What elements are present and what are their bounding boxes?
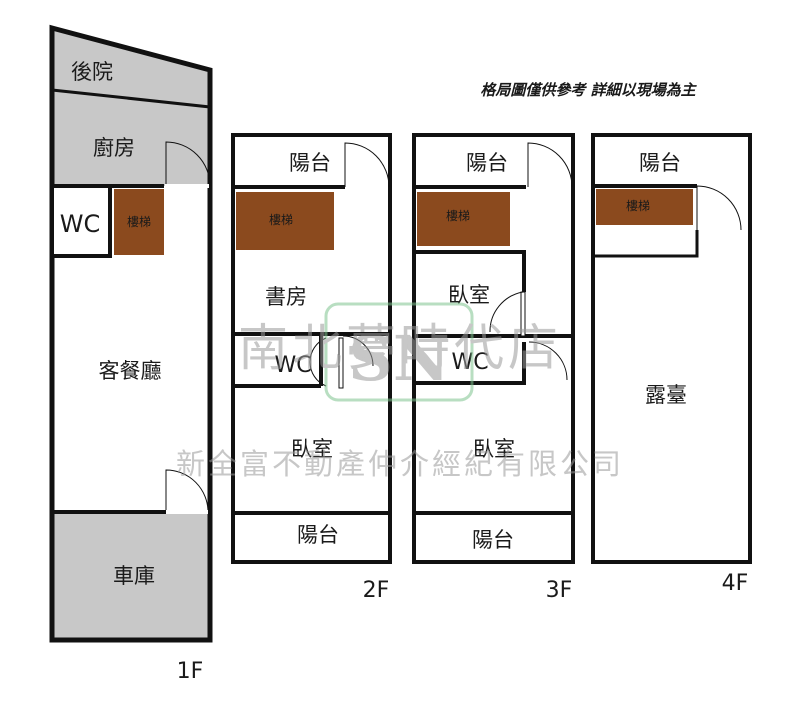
label-balcony-top: 陽台 bbox=[466, 151, 508, 175]
wall bbox=[593, 230, 699, 258]
kitchen-area bbox=[52, 90, 210, 186]
door-swing bbox=[309, 337, 327, 387]
label-study: 書房 bbox=[265, 285, 307, 309]
floor-label: 2F bbox=[363, 578, 390, 603]
label-stairs: 樓梯 bbox=[127, 214, 151, 229]
door-swing bbox=[342, 335, 374, 367]
door-swing bbox=[344, 142, 390, 188]
floor-label: 1F bbox=[177, 659, 204, 684]
label-terrace: 露臺 bbox=[645, 383, 687, 407]
outer-wall-1f bbox=[49, 24, 213, 643]
watermark-company-name: 新全富不動產仲介經紀有限公司 bbox=[176, 447, 624, 481]
garage-area bbox=[52, 514, 210, 640]
label-bedroom-bottom: 臥室 bbox=[473, 437, 515, 461]
label-wc: WC bbox=[60, 210, 101, 238]
door-swing bbox=[527, 142, 573, 188]
label-backyard: 後院 bbox=[71, 60, 113, 84]
disclaimer-note: 格局圖僅供參考 詳細以現場為主 bbox=[480, 81, 697, 99]
outer-wall-3f bbox=[412, 133, 575, 564]
door-gap bbox=[166, 510, 208, 514]
door-swing bbox=[528, 341, 568, 381]
outer-wall-4f bbox=[591, 133, 752, 564]
floor-1f: 後院 廚房 WC 樓梯 客餐廳 車庫 1F bbox=[49, 24, 213, 684]
stairs-4f bbox=[596, 189, 693, 225]
door-swing bbox=[165, 141, 211, 187]
label-balcony-bottom: 陽台 bbox=[297, 523, 339, 547]
watermark-logo bbox=[324, 302, 474, 402]
stairs-1f bbox=[114, 189, 164, 255]
label-living-dining: 客餐廳 bbox=[99, 359, 162, 383]
label-stairs: 樓梯 bbox=[446, 208, 470, 223]
watermark-logo-text: SN bbox=[348, 322, 449, 395]
door-swing bbox=[696, 185, 742, 231]
label-balcony-top: 陽台 bbox=[289, 151, 331, 175]
label-wc: WC bbox=[274, 353, 311, 378]
door-swing bbox=[165, 469, 209, 513]
floor-3f: 陽台 樓梯 臥室 WC 臥室 陽台 3F bbox=[412, 133, 575, 603]
watermark-store-name: 南北夢時代店 bbox=[238, 319, 562, 377]
label-balcony-bottom: 陽台 bbox=[472, 528, 514, 552]
label-kitchen: 廚房 bbox=[93, 136, 135, 160]
label-stairs: 樓梯 bbox=[269, 212, 293, 227]
label-bedroom: 臥室 bbox=[291, 437, 333, 461]
label-wc: WC bbox=[451, 350, 488, 375]
wc-1f-walls bbox=[50, 184, 112, 258]
stairs-3f bbox=[417, 192, 510, 246]
stairs-2f bbox=[236, 192, 334, 250]
label-balcony: 陽台 bbox=[639, 151, 681, 175]
watermark: SN 南北夢時代店 新全富不動產仲介經紀有限公司 bbox=[176, 302, 624, 481]
floor-label: 4F bbox=[722, 571, 749, 596]
outer-wall-2f bbox=[231, 133, 392, 564]
floor-4f: 陽台 樓梯 露臺 4F bbox=[591, 133, 752, 596]
wall bbox=[414, 342, 526, 385]
backyard-area bbox=[52, 28, 210, 107]
door-gap bbox=[165, 184, 209, 188]
label-stairs: 樓梯 bbox=[626, 198, 650, 213]
door-swing bbox=[489, 291, 524, 333]
label-garage: 車庫 bbox=[113, 564, 155, 588]
floor-label: 3F bbox=[546, 578, 573, 603]
wall bbox=[51, 88, 211, 109]
floor-2f: 陽台 樓梯 書房 WC 臥室 陽台 2F bbox=[231, 133, 392, 603]
door-leaf bbox=[338, 337, 344, 389]
wall bbox=[414, 250, 526, 292]
